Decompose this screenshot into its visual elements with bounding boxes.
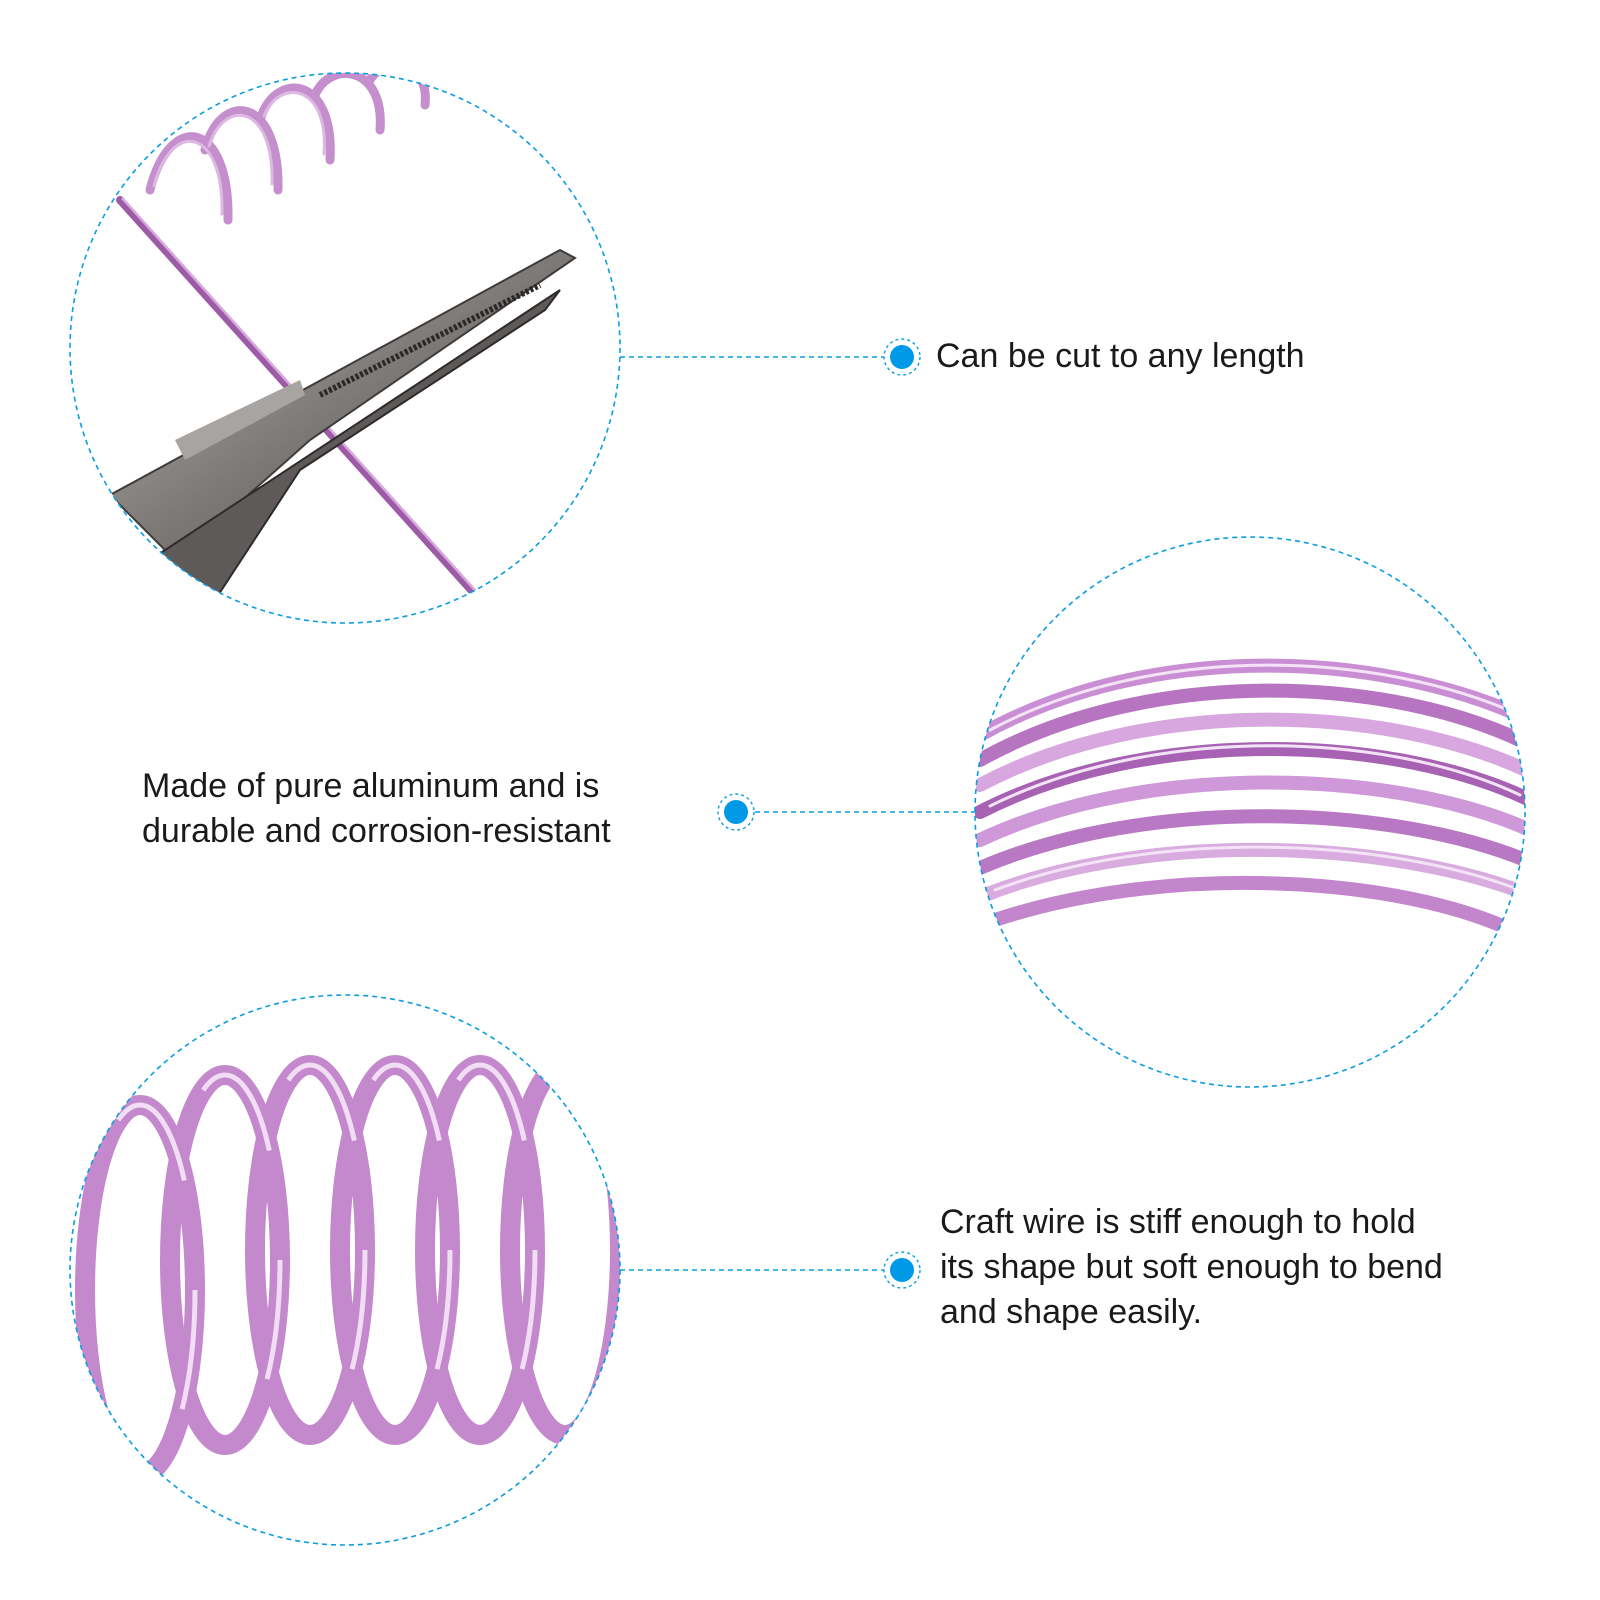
bullet-dot-icon: [883, 338, 921, 376]
feature-caption-flexibility: Craft wire is stiff enough to hold its s…: [940, 1200, 1443, 1335]
connector-cut: [620, 338, 921, 376]
caption-line: its shape but soft enough to bend: [940, 1248, 1443, 1286]
caption-line: Made of pure aluminum and is: [142, 767, 600, 805]
connector-flexibility: [620, 1251, 921, 1289]
wire-coil-image: [975, 537, 1525, 1087]
caption-line: and shape easily.: [940, 1293, 1203, 1331]
feature-caption-cut: Can be cut to any length: [936, 334, 1305, 379]
wire-spring-image: [70, 995, 620, 1545]
wire-cut-pliers-image: [70, 73, 620, 623]
connector-material: [717, 793, 975, 831]
caption-line: durable and corrosion-resistant: [142, 812, 611, 850]
caption-line: Can be cut to any length: [936, 337, 1305, 375]
bullet-dot-icon: [883, 1251, 921, 1289]
bullet-dot-icon: [717, 793, 755, 831]
caption-line: Craft wire is stiff enough to hold: [940, 1203, 1416, 1241]
feature-caption-material: Made of pure aluminum and is durable and…: [142, 764, 611, 854]
